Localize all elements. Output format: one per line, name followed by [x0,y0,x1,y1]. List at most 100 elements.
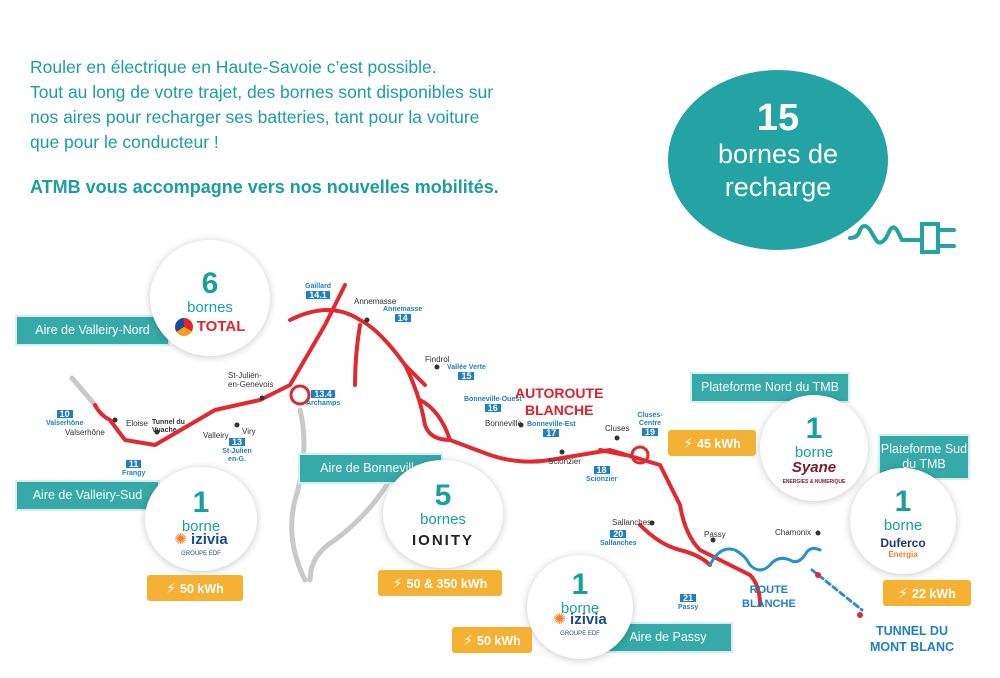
total-icon [174,318,193,337]
exit-number: 13 [228,438,245,447]
brand-sub: GROUPE EDF [181,551,221,557]
exit-name: Sallanches [600,540,637,547]
exit-name: Gaillard [305,283,332,290]
exit-number: 16 [484,404,501,413]
station-unit: borne [560,600,600,617]
plug-icon [848,222,956,254]
secondary-roads [69,375,398,583]
bolt-icon: ⚡ [683,435,694,451]
exit-number: 14.1 [306,291,330,300]
exit-number: 17 [543,429,560,438]
exit-number: 20 [610,530,627,539]
izivia-logo: ✺ izivia GROUPE EDF [527,611,633,641]
izivia-icon: ✺ [553,611,566,628]
place-tunnel-2: Vuache [152,427,177,434]
roundabouts [289,384,650,465]
duferco-logo: Duferco Energia [850,536,956,560]
intro-line: Tout au long de votre trajet, des bornes… [30,82,494,102]
bolt-icon: ⚡ [392,575,403,591]
station-unit: bornes [187,299,233,316]
route-blanche-label: ROUTE BLANCHE [742,583,796,611]
route-label-2: BLANCHE [742,598,796,610]
station-circle-tmb-nord: 1 borne Syane ENERGIES & NUMERIQUE [760,395,868,501]
place-sallanches: Sallanches [612,518,652,527]
station-circle-passy: 1 borne ✺ izivia GROUPE EDF [527,555,633,659]
station-count: 1 [192,486,210,519]
banner-line-2: du TMB [902,457,946,471]
station-unit: bornes [420,511,466,528]
power-value: 45 kWh [697,437,741,451]
exit-number: 21 [680,594,697,603]
brand-sub: GROUPE EDF [560,631,600,637]
exit-number: 13.4 [311,390,335,399]
tunnel-portal-icon [815,572,863,618]
intro-tagline: ATMB vous accompagne vers nos nouvelles … [30,177,499,197]
intro-line: nos aires pour recharger ses batteries, … [30,107,480,127]
exit-name: Cluses-Centre [637,412,663,427]
place-chamonix: Chamonix [775,528,812,537]
tunnel-mont-blanc-label: TUNNEL DU MONT BLANC [870,623,954,655]
exit-name: Annemasse [383,306,423,313]
autoroute-label-2: BLANCHE [524,402,594,418]
ionity-logo: IONITY [411,532,474,549]
power-value: 50 kWh [477,634,521,648]
brand-name: Duferco [880,536,926,550]
syane-logo: Syane ENERGIES & NUMERIQUE [760,459,868,489]
place-annemasse: Annemasse [354,297,397,306]
exit-number: 18 [593,466,610,475]
power-value: 50 kWh [180,582,224,596]
power-badge-passy: ⚡50 kWh [452,627,532,653]
place-viry: Viry [242,427,256,436]
exit-number: 19 [641,428,658,437]
station-count: 1 [805,412,823,445]
place-passy: Passy [704,530,726,539]
station-unit: borne [181,518,221,535]
station-circle-valleiry-nord: 6 bornes TOTAL [150,240,270,356]
summary-label-2: recharge [724,172,832,202]
place-valleiry: Valleiry [203,431,229,440]
power-badge-tmb-nord: ⚡45 kWh [668,430,756,456]
summary-number: 15 [756,97,800,139]
autoroute-blanche-label: AUTOROUTE BLANCHE [515,385,603,419]
place-scionzier: Scionzier [548,457,581,466]
brand-sub: ENERGIES & NUMERIQUE [782,479,846,485]
izivia-icon: ✺ [174,531,187,548]
place-valserhone: Valserhône [65,428,105,437]
station-circle-tmb-sud: 1 borne Duferco Energia [850,468,956,574]
brand-name: TOTAL [196,318,246,335]
exit-name: Bonneville-Ouest [464,396,522,403]
intro-line: que pour le conducteur ! [30,132,219,152]
town-dots [112,317,821,543]
place-tunnel-1: Tunnel du [152,419,185,426]
exit-number: 11 [125,460,142,469]
route-label-1: ROUTE [749,584,789,596]
brand-name: Syane [791,459,837,476]
total-logo: TOTAL [150,318,270,337]
exit-name: Bonneville-Est [527,421,576,428]
station-circle-bonneville: 5 bornes IONITY [383,460,503,568]
exit-name: Archamps [306,400,341,407]
exit-number: 15 [458,372,475,381]
station-unit: borne [794,444,834,461]
exit-name: Frangy [122,470,146,477]
tunnel-label-2: MONT BLANC [870,640,955,654]
exit-number: 14 [394,314,411,323]
intro-line: Rouler en électrique en Haute-Savoie c’e… [30,57,437,77]
power-value: 50 & 350 kWh [406,577,488,591]
station-banner-valleiry-sud: Aire de Valleiry-Sud [15,480,160,511]
exit-number: 10 [56,410,73,419]
banner-line-1: Plateforme Sud [880,442,968,456]
station-circle-valleiry-sud: 1 borne ✺ izivia GROUPE EDF [145,467,257,571]
place-tunnel-vuache: Tunnel du Vuache [152,419,185,435]
bolt-icon: ⚡ [166,580,177,596]
